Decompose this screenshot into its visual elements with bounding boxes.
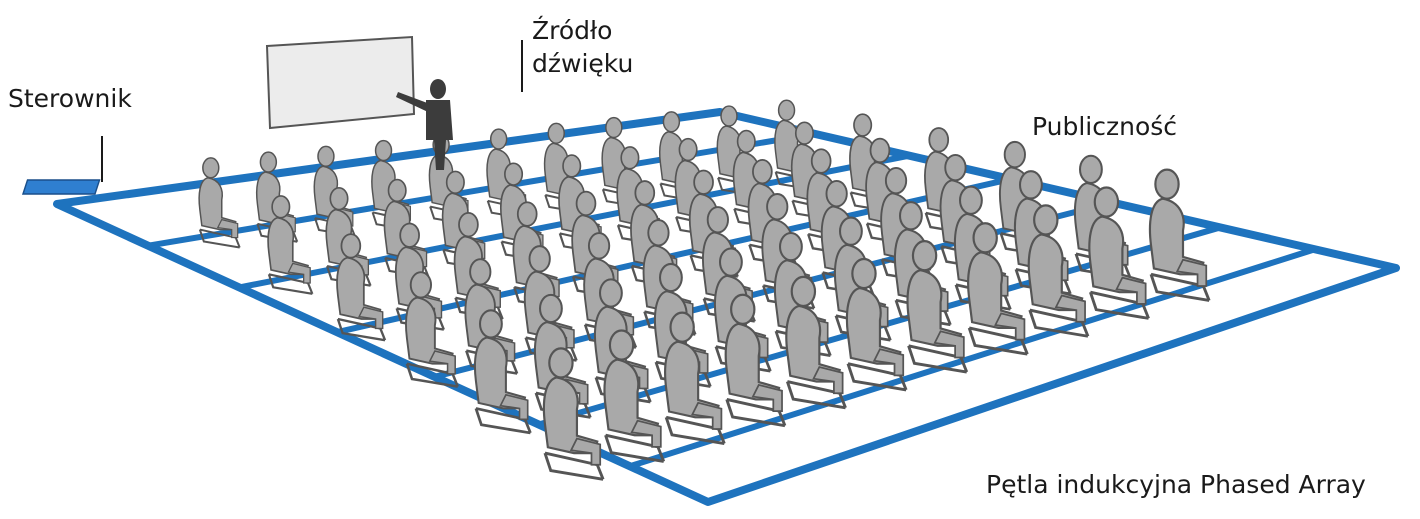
seated-person <box>473 309 532 435</box>
controller-label: Sterownik <box>8 84 132 113</box>
audience-seating <box>198 99 1211 481</box>
seated-person <box>1027 204 1090 338</box>
controller-unit <box>21 136 103 195</box>
seated-person <box>724 293 787 428</box>
seated-person <box>267 195 314 295</box>
presenter-figure <box>396 79 453 170</box>
seated-person <box>664 311 726 445</box>
projection-screen <box>265 35 416 130</box>
seated-person <box>336 233 387 342</box>
seated-person <box>1088 186 1150 320</box>
seated-person <box>1148 168 1211 302</box>
seated-person <box>542 347 605 481</box>
audience-label: Publiczność <box>1032 112 1178 141</box>
seated-person <box>405 271 459 388</box>
sound-source-label: Źródło dźwięku <box>532 14 633 80</box>
seated-person <box>967 222 1029 356</box>
front-of-room <box>21 35 523 195</box>
seated-person <box>906 240 969 374</box>
induction-loop-label: Pętla indukcyjna Phased Array <box>986 470 1366 499</box>
seated-person <box>845 257 908 392</box>
seated-person <box>603 329 666 463</box>
seated-person <box>785 275 847 410</box>
sound-source-label-line1: Źródło <box>532 16 613 45</box>
seated-person <box>198 157 241 249</box>
sound-source-label-line2: dźwięku <box>532 49 634 78</box>
